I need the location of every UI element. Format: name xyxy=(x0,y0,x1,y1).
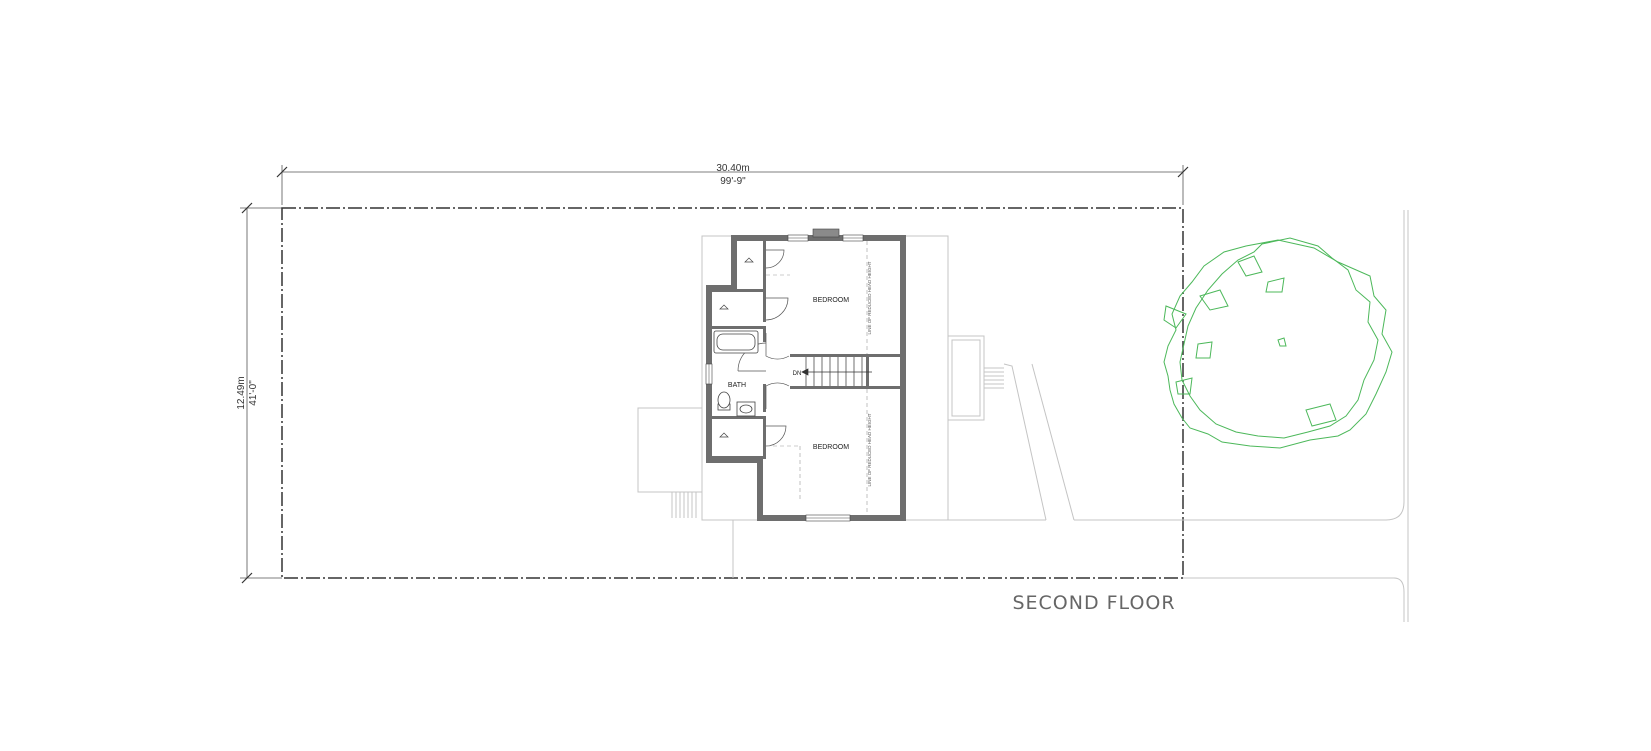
windows xyxy=(705,234,864,522)
width-metric-label: 30.40m xyxy=(716,163,749,174)
toilet-icon xyxy=(717,391,731,411)
drawing-title: SECOND FLOOR xyxy=(1012,592,1175,614)
closet-rods xyxy=(766,274,801,500)
depth-imperial-label: 41'-0" xyxy=(248,380,259,406)
reduced-head-height-note-bottom: LINE OF REDUCED HEAD HEIGHT xyxy=(867,413,872,486)
reduced-head-height-note-top: LINE OF REDUCED HEAD HEIGHT xyxy=(867,261,872,334)
bedroom-bottom-label: BEDROOM xyxy=(813,444,849,451)
bath-label: BATH xyxy=(728,382,746,389)
interior-walls xyxy=(712,241,900,459)
width-imperial-label: 99'-9" xyxy=(720,176,746,187)
stair-dn-label: DN xyxy=(793,371,802,377)
depth-metric-label: 12.49m xyxy=(236,376,247,409)
depth-dimension: 12.49m 41'-0" xyxy=(236,202,282,584)
bedroom-top-label: BEDROOM xyxy=(813,297,849,304)
chimney xyxy=(812,228,840,238)
bathtub xyxy=(713,330,759,354)
width-dimension: 30.40m 99'-9" xyxy=(276,163,1189,205)
sink-icon xyxy=(736,401,756,417)
hanger-icon xyxy=(719,257,754,438)
tree-icon xyxy=(1163,237,1393,449)
stair xyxy=(801,357,872,386)
